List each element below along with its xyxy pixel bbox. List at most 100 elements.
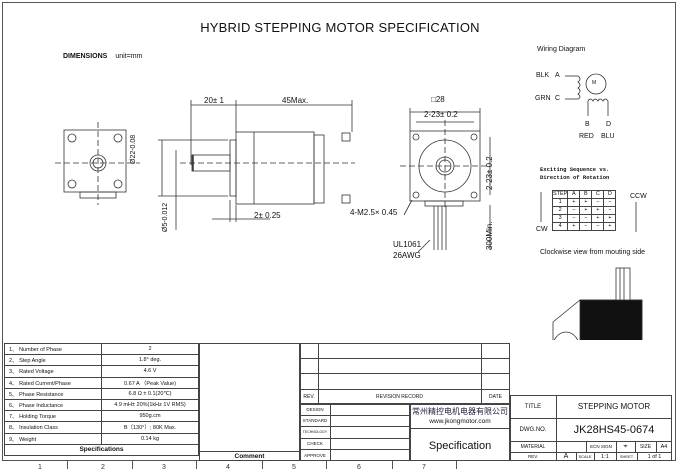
sequence-title-1: Exciting Sequence vs. (540, 166, 610, 173)
signoff-block (300, 404, 410, 461)
wire-gauge-label: 26AWG (393, 251, 421, 260)
seq-cell: 3 (551, 214, 569, 223)
zone-number: 3 (162, 464, 166, 471)
spec-label: 7、 Holding Torque (4, 410, 102, 423)
title-label: TITLE (524, 403, 542, 410)
body-length-dim: 45Max. (282, 96, 309, 105)
lead-b-pin: B (585, 121, 590, 128)
company-name: 常州精控电机电器有限公司 (412, 406, 508, 416)
rev-block-label: REV. (527, 454, 539, 459)
spec-value: 4.6 V (101, 365, 199, 378)
seq-header: B (579, 190, 593, 199)
title-block (510, 395, 672, 461)
rev-label: REV. (303, 394, 315, 400)
spec-value: 1.8° deg. (101, 354, 199, 367)
hole-spacing-v-dim: 2-23± 0.2 (485, 156, 494, 190)
spec-label: 8、 Insulation Class (4, 421, 102, 434)
wire-type-label: UL1061 (393, 240, 422, 249)
seq-cell: + (567, 222, 581, 231)
revision-record-label: REVISION RECORD (376, 394, 423, 400)
seq-row: 4+−−+ (551, 222, 617, 231)
shaft-length-dim: 20± 1 (204, 96, 224, 105)
zone-number: 4 (226, 464, 230, 471)
page-title: HYBRID STEPPING MOTOR SPECIFICATION (200, 20, 480, 35)
lead-c-color: GRN (535, 95, 551, 102)
dwg-number: JK28HS45-0674 (573, 423, 655, 436)
signoff-technology: TECHNOLOGY (302, 430, 328, 434)
lead-d-pin: D (606, 121, 612, 128)
seq-cell: − (603, 198, 617, 207)
seq-header: STEP (551, 190, 569, 199)
spec-label: 6、 Phase Inductance (4, 398, 102, 412)
seq-header: A (567, 190, 581, 199)
rev-value: A (563, 453, 569, 460)
seq-cell: − (591, 222, 605, 231)
ccw-label: CCW (630, 193, 647, 200)
sequence-note: Clockwise view from mouting side (540, 249, 646, 256)
scale-value: 1:1 (601, 453, 609, 460)
scale-label: SCALE (578, 454, 592, 459)
seq-cell: 2 (551, 206, 569, 215)
spec-value: 6.8 Ω ± 0.1(20℃) (101, 387, 199, 400)
sequence-table: STEP A B C D 1++−− 2−++− 3−−++ 4+−−+ (551, 190, 617, 231)
seq-cell: − (591, 198, 605, 207)
dimensions-heading: DIMENSIONS (63, 53, 108, 60)
pilot-diameter-dim: Ø22-0.08 (130, 134, 137, 164)
signoff-approve: APPROVE (304, 452, 326, 458)
seq-cell: + (603, 214, 617, 223)
hole-spacing-h-dim: 2-23± 0.2 (424, 110, 458, 119)
spec-value: 4.9 mH± 20%(1kHz 1V RMS) (101, 398, 199, 412)
projection-symbol-icon: ⌖ (623, 442, 628, 450)
unit-label: unit=mm (115, 53, 143, 60)
seq-cell: − (603, 206, 617, 215)
spec-value: 0.14 kg (101, 432, 199, 445)
signoff-check: CHECK (307, 441, 323, 446)
dimensions-label: DIMENSIONS unit=mm (63, 53, 142, 60)
sheet-label: SHEET (619, 454, 634, 459)
lead-a-color: BLK (536, 72, 550, 79)
seq-cell: − (567, 206, 581, 215)
seq-row: 1++−− (551, 198, 617, 207)
seq-cell: + (567, 198, 581, 207)
lead-length-dim: 300Min. (485, 221, 494, 250)
cw-label: CW (536, 226, 548, 233)
seq-row: 2−++− (551, 206, 617, 215)
shaft-diameter-dim: Ø5-0.012 (162, 202, 169, 232)
spec-value: B（130°）; 80K Max. (101, 421, 199, 434)
spec-value: 2 (101, 342, 199, 356)
spec-value: 0.67 A （Peak Value) (101, 376, 199, 389)
seq-cell: + (591, 206, 605, 215)
seq-cell: − (567, 214, 581, 223)
front-view-left (55, 122, 140, 205)
mount-screws-dim: 4-M2.5× 0.45 (350, 208, 398, 217)
seq-cell: + (603, 222, 617, 231)
lead-c-pin: C (555, 95, 561, 102)
spec-label: 9、 Weight (4, 432, 102, 445)
dwg-label: DWG.NO. (519, 426, 547, 433)
spec-label: 5、 Phase Resistance (4, 387, 102, 400)
spec-label: 3、 Rated Voltage (4, 365, 102, 378)
seq-cell: + (579, 206, 593, 215)
signoff-standard: STANDARD (302, 418, 328, 423)
size-label: SIZE (639, 443, 652, 450)
sheet-value: 1 of 1 (647, 453, 662, 460)
spec-label: 1、 Number of Phase (4, 342, 102, 356)
zone-number: 6 (357, 464, 361, 471)
dimension-drawing (55, 73, 643, 340)
material-label: MATERIAL (520, 443, 546, 450)
company-block (410, 404, 510, 461)
seq-header: D (603, 190, 617, 199)
zone-number: 2 (101, 464, 105, 471)
signoff-design: DESIGN (306, 407, 324, 412)
spec-value: 950g.cm (101, 410, 199, 423)
company-website[interactable]: www.jkongmotor.com (429, 418, 491, 425)
comment-box (199, 343, 300, 461)
ecn-sign-label: ECN SIGN (590, 444, 612, 449)
wiring-diagram (565, 73, 609, 116)
